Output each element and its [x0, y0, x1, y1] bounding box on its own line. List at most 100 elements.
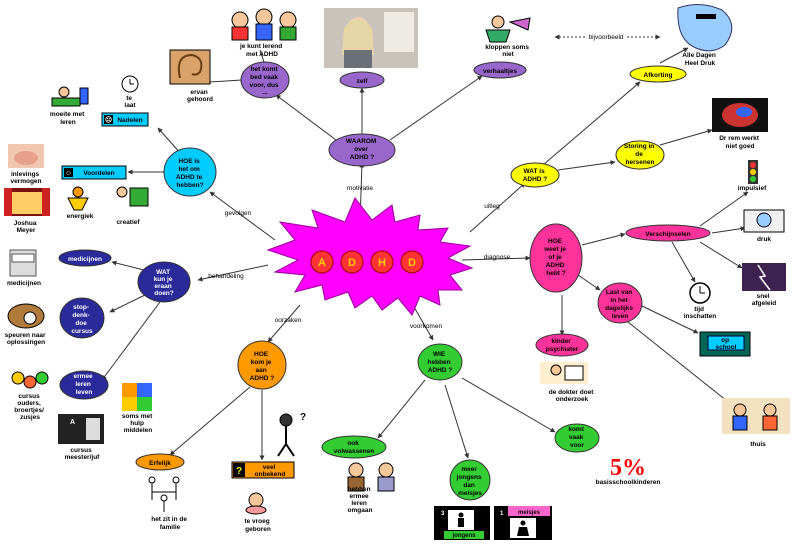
node-hoe-is[interactable]: HOE is het om ADHD te hebben?: [163, 147, 217, 197]
node-waarom[interactable]: WAAROM over ADHD ?: [328, 133, 396, 167]
node-wie[interactable]: WIE hebben ADHD ?: [417, 343, 463, 381]
node-ermee[interactable]: ermee leren leven: [59, 370, 109, 400]
node-storing[interactable]: Storing in de hersenen: [615, 140, 665, 170]
caption-te-vroeg: te vroeg geboren: [244, 518, 271, 533]
family-home-illustration: [722, 398, 790, 434]
node-wat-is[interactable]: WAT is ADHD ?: [510, 162, 560, 188]
caption-cursus-meester: cursus meester/juf: [65, 447, 101, 461]
family-tree-illustration: [148, 476, 180, 512]
node-komt-voor[interactable]: het komt bed vaak voor, dus ...: [240, 61, 290, 99]
node-zelf[interactable]: zelf: [339, 71, 385, 89]
node-hoe-is-text: HOE is het om ADHD te hebben?: [176, 158, 204, 189]
edge-watkun-ermee: [101, 301, 161, 381]
node-last[interactable]: Last van in het dagelijks leven: [597, 282, 643, 324]
caption-basis: basisschoolkinderen: [596, 479, 661, 486]
caption-thuis: thuis: [750, 441, 766, 448]
node-op-school-text: op school: [716, 337, 737, 351]
node-zelf-text: zelf: [357, 78, 369, 85]
caption-creatief: creatief: [116, 219, 140, 226]
node-nadelen[interactable]: ☹ Nadelen: [101, 112, 149, 127]
edge-hoeweet-verschijnselen: [581, 232, 626, 246]
node-psychiater[interactable]: kinder psychiater: [535, 333, 589, 357]
node-hoe-kom-text: HOE kom je aan ADHD ?: [250, 351, 275, 382]
letter-h: H: [378, 257, 386, 269]
elderly-couple-illustration: [347, 462, 395, 492]
sad-face-icon: ☹: [105, 116, 112, 124]
edge-afkorting-druk: [659, 47, 689, 64]
caption-ervan: ervan gehoord: [187, 89, 213, 103]
node-afkorting[interactable]: Afkorting: [629, 65, 687, 83]
node-medicijnen[interactable]: medicijnen: [58, 249, 112, 267]
caption-hebben-ermee: hebben ermee leren omgaan: [348, 486, 373, 514]
baby-illustration: [245, 492, 267, 515]
question-mark-icon: ?: [236, 466, 242, 477]
traffic-light-icon: [748, 160, 758, 184]
edge-watkun-stop: [109, 294, 146, 313]
caption-cursus-ouders: cursus ouders, broertjes/ zusjes: [14, 393, 45, 421]
happy-face-icon: ☺: [65, 170, 72, 177]
lightning-image: [742, 263, 786, 291]
center-adhd-burst[interactable]: A D H D: [266, 197, 474, 316]
edge-label-bijvoorbeeld: bijvoorbeeld: [588, 34, 623, 41]
node-voordelen-text: Voordelen: [83, 170, 114, 177]
edge-storing-rem: [659, 128, 713, 146]
edge-label-diagnose: diagnose: [484, 254, 511, 261]
caption-druk: druk: [757, 236, 771, 243]
caption-inlevings: inlevings vermogen: [10, 171, 41, 185]
node-meer-jongens[interactable]: meer jongens dan meisjes: [449, 459, 491, 501]
node-ook-volwassenen-text: ook volwassenen: [334, 440, 374, 455]
busy-cartoon: [743, 209, 785, 233]
hands-photo: [8, 144, 44, 168]
node-stop-denk[interactable]: stop- denk- doe cursus: [59, 297, 105, 339]
edge-label-uitleg: uitleg: [484, 203, 500, 210]
edge-verschijnselen-impulsief: [699, 191, 749, 227]
meisjes-box: 1 meisjes: [494, 506, 552, 540]
node-op-school[interactable]: op school: [699, 331, 751, 357]
node-erfelijk[interactable]: Erfelijk: [135, 453, 185, 471]
node-stop-denk-text: stop- denk- doe cursus: [71, 304, 93, 335]
edge-wie-meer: [444, 384, 470, 459]
edge-komt-ervan: [209, 79, 243, 83]
ear-icon: [169, 49, 211, 85]
edge-center-hoeis: [209, 191, 276, 241]
edge-center-watis: [469, 182, 526, 233]
node-veel-onbekend-text: veel onbekend: [255, 464, 286, 478]
brain-scan-image: [712, 98, 768, 132]
blue-creature-illustration: [677, 4, 733, 52]
node-voordelen[interactable]: ☺ Voordelen: [61, 165, 127, 180]
jongens-count: 3: [441, 511, 445, 517]
caption-moeite: moeite met leren: [50, 111, 86, 126]
caption-familie: het zit in de familie: [151, 516, 189, 531]
pictures: je kunt lerend met ADHD ervan gehoord kl…: [4, 4, 790, 540]
node-hoe-kom[interactable]: HOE kom je aan ADHD ?: [237, 340, 287, 390]
edge-last-thuis: [627, 321, 733, 406]
alarm-clock-icon: [121, 75, 139, 93]
node-wat-kun-text: WAT kun je eraan doen?: [154, 269, 175, 297]
caption-energiek: energiek: [67, 213, 94, 220]
thinking-question-mark: ?: [300, 412, 306, 423]
node-ook-volwassenen[interactable]: ook volwassenen: [321, 435, 387, 459]
edge-label-behandeling: behandeling: [208, 273, 244, 280]
node-komt-vaak[interactable]: komt vaak voor: [554, 423, 600, 453]
caption-alle-dagen: Alle Dagen Heel Druk: [682, 52, 717, 67]
doctor-illustration: [540, 362, 588, 384]
pill-bottle-icon: [9, 249, 37, 277]
meisjes-label: meisjes: [518, 510, 541, 516]
node-hoe-weet[interactable]: HOE weet je of je ADHD hebt ?: [529, 223, 583, 293]
edge-label-gevolgen: gevolgen: [225, 210, 252, 217]
node-erfelijk-text: Erfelijk: [149, 460, 171, 467]
node-verhaaltjes[interactable]: verhaaltjes: [473, 61, 527, 79]
node-veel-onbekend[interactable]: ? veel onbekend: [231, 461, 295, 479]
caption-kloppen: kloppen soms niet: [485, 44, 531, 58]
node-wat-kun[interactable]: WAT kun je eraan doen?: [137, 261, 191, 303]
caption-oplossingen: speuren naar oplossingen: [5, 332, 48, 346]
jongens-box: 3 jongens: [434, 506, 490, 540]
edge-center-hoekom: [267, 304, 301, 343]
jongens-label: jongens: [451, 533, 476, 539]
edge-label-voorkomen: voorkomen: [410, 323, 443, 330]
creative-figure: [110, 184, 154, 210]
adhd-chalkboard-image: A: [58, 414, 104, 444]
node-afkorting-text: Afkorting: [644, 72, 673, 79]
edge-watis-storing: [557, 160, 616, 171]
node-verschijnselen[interactable]: Verschijnselen: [625, 224, 711, 242]
